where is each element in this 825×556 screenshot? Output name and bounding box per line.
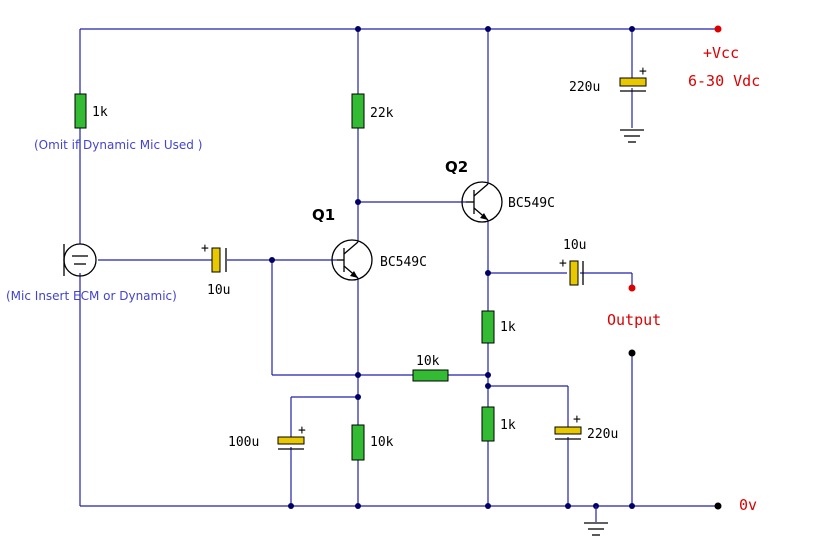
r-q1-emitter-value: 10k <box>370 435 394 450</box>
output-terminal[interactable] <box>628 284 636 292</box>
junction <box>269 257 275 263</box>
junction <box>288 503 294 509</box>
junction <box>629 26 635 32</box>
vcc-terminal[interactable] <box>714 25 722 33</box>
junction <box>629 503 635 509</box>
junction <box>485 503 491 509</box>
junction <box>565 503 571 509</box>
q2-part-number: BC549C <box>508 196 555 211</box>
junction <box>355 372 361 378</box>
plus-sign: + <box>639 64 647 79</box>
c-input-value: 10u <box>207 283 230 298</box>
c-output-value: 10u <box>563 238 586 253</box>
capacitor-emitter-bypass[interactable] <box>554 426 582 440</box>
resistor-q1-collector[interactable] <box>351 93 365 129</box>
c-supply-value: 220u <box>569 80 600 95</box>
resistor-q2-emitter-bottom[interactable] <box>481 406 495 442</box>
resistor-q2-emitter-top[interactable] <box>481 310 495 344</box>
vcc-range-label: 6-30 Vdc <box>688 72 760 90</box>
transistor-q2[interactable] <box>461 181 503 223</box>
microphone-icon[interactable] <box>63 243 97 277</box>
r-q2-emitter-bottom-value: 1k <box>500 418 516 433</box>
capacitor-supply[interactable] <box>619 77 647 92</box>
q1-label: Q1 <box>312 206 335 224</box>
resistor-q1-emitter[interactable] <box>351 424 365 461</box>
ground-label: 0v <box>739 496 757 514</box>
junction <box>485 383 491 389</box>
r-feedback-value: 10k <box>416 354 440 369</box>
plus-sign: + <box>573 412 581 427</box>
resistor-feedback[interactable] <box>412 369 449 382</box>
c-emitter-bypass-value: 220u <box>587 427 618 442</box>
capacitor-input[interactable] <box>211 247 227 273</box>
vcc-label: +Vcc <box>703 44 739 62</box>
transistor-q1[interactable] <box>331 239 373 281</box>
capacitor-output[interactable] <box>569 260 584 286</box>
ground-symbol-main <box>584 506 608 536</box>
r-mic-value: 1k <box>92 105 108 120</box>
junction <box>485 26 491 32</box>
junction <box>355 199 361 205</box>
c-q1-emitter-value: 100u <box>228 435 259 450</box>
output-label: Output <box>607 311 661 329</box>
junction <box>485 270 491 276</box>
junction <box>355 26 361 32</box>
ground-symbol-supply <box>620 129 644 143</box>
ground-terminal[interactable] <box>714 502 722 510</box>
mic-note: (Omit if Dynamic Mic Used ) <box>34 138 202 152</box>
junction <box>355 503 361 509</box>
wires <box>79 28 718 507</box>
q2-label: Q2 <box>445 158 468 176</box>
r-q1-collector-value: 22k <box>370 106 394 121</box>
mic-label: (Mic Insert ECM or Dynamic) <box>6 289 177 303</box>
plus-sign: + <box>298 423 306 438</box>
r-q2-emitter-top-value: 1k <box>500 320 516 335</box>
resistor-mic-bias[interactable] <box>74 93 87 129</box>
output-ground-terminal[interactable] <box>628 349 636 357</box>
junction <box>485 372 491 378</box>
plus-sign: + <box>559 256 567 271</box>
capacitor-q1-emitter[interactable] <box>277 436 305 450</box>
junction <box>355 394 361 400</box>
q1-part-number: BC549C <box>380 255 427 270</box>
junction-dots <box>269 26 635 509</box>
plus-sign: + <box>201 241 209 256</box>
